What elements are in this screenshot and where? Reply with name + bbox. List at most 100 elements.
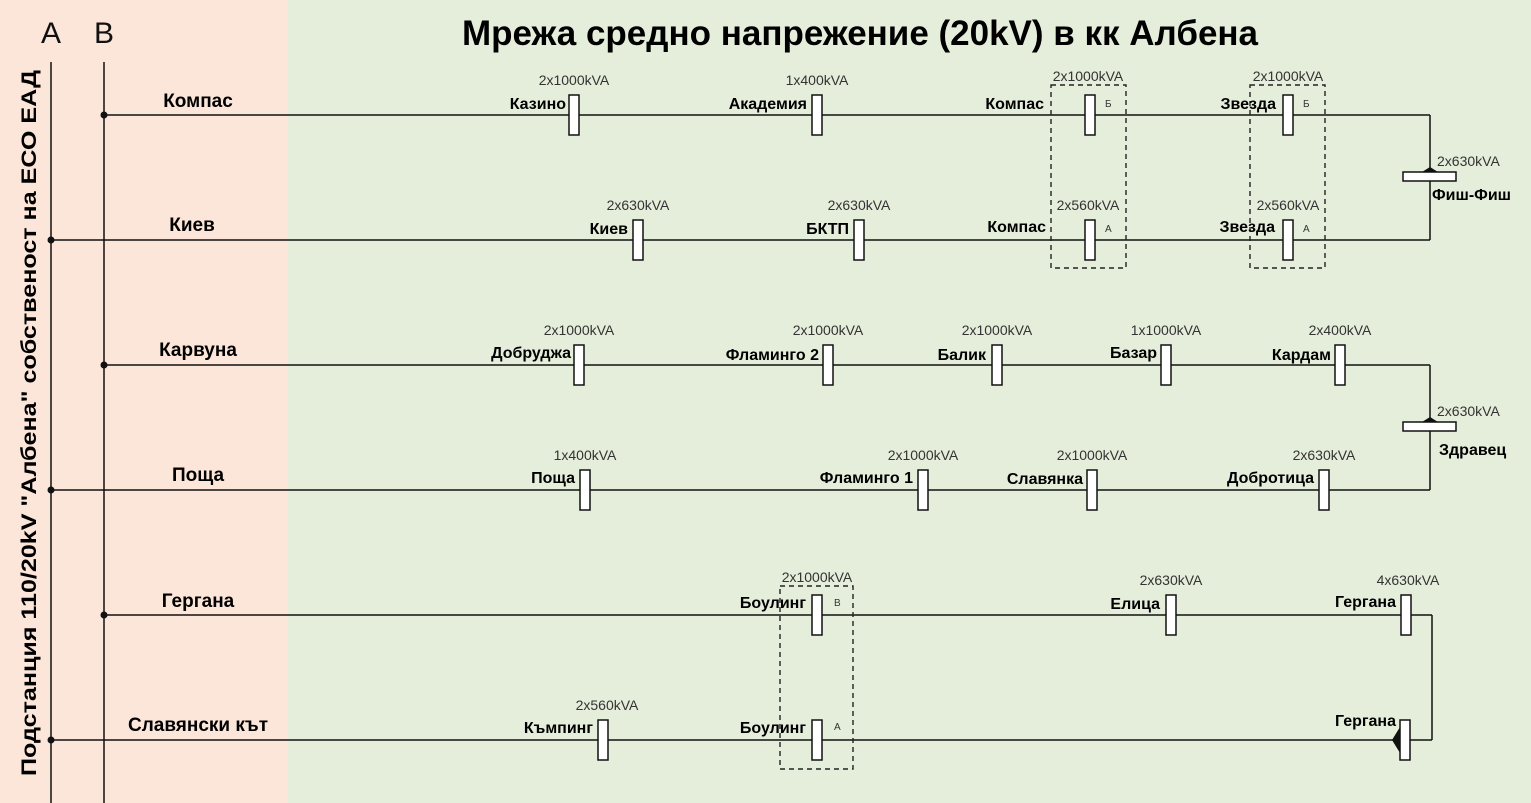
station-symbol [1400,594,1412,636]
station-symbol [811,719,823,761]
station-gergana-2: Гергана [1335,713,1411,761]
station-symbol [1086,469,1098,511]
station-symbol [1084,94,1096,136]
station-capacity: 1x400kVA [554,447,617,463]
zvezda-section-group [1249,84,1326,269]
bus-a-label: A [41,17,61,50]
station-gergana-1: Гергана 4x630kVA [1335,572,1440,636]
station-symbol [632,219,644,261]
station-symbol [573,344,585,386]
station-symbol [1318,469,1330,511]
station-name: Фламинго 2 [726,347,819,364]
station-elitsa: Елица 2x630kVA [1110,572,1203,636]
station-bouling-a: Боулинг А [740,719,841,761]
station-name: Звезда [1219,219,1275,236]
feeder-name: Компас [163,91,233,112]
station-zvezda-b: Звезда 2x1000kVA Б [1220,68,1324,136]
station-capacity: 2x1000kVA [793,322,864,338]
station-kiev: Киев 2x630kVA [590,197,670,261]
station-capacity: 2x1000kVA [1053,68,1124,84]
station-name: Боулинг [740,595,806,612]
station-name: Къмпинг [524,720,593,737]
station-name: Здравец [1439,442,1506,459]
junction-dot [47,236,55,244]
station-name: Казино [510,96,567,113]
station-name: Звезда [1220,96,1276,113]
station-capacity: 1x400kVA [786,72,849,88]
section-letter: В [834,598,841,609]
station-symbol [917,469,929,511]
station-name: Базар [1110,345,1157,362]
section-letter: Б [1303,99,1310,110]
station-slavyanka: Славянка 2x1000kVA [1007,447,1128,511]
station-capacity: 4x630kVA [1377,572,1440,588]
station-capacity: 2x1000kVA [1057,447,1128,463]
junction-dots [47,111,108,744]
station-name: Фламинго 1 [820,470,913,487]
station-symbol [822,344,834,386]
junction-dot [47,486,55,494]
station-symbol [1282,94,1294,136]
right-panel [288,0,1531,803]
bouling-section-group [779,585,854,770]
station-name: Фиш-Фиш [1432,187,1511,204]
feeder-name: Карвуна [159,340,237,361]
station-capacity: 2x400kVA [1309,322,1372,338]
station-poshta: Поща 1x400kVA [531,447,617,511]
station-name: Добротица [1227,470,1314,487]
station-kardam: Кардам 2x400kVA [1272,322,1372,386]
feeder-name: Киев [169,215,215,236]
station-name: Киев [590,221,629,238]
ring-marker [1422,167,1438,172]
station-name: Кардам [1272,347,1331,364]
station-kompas-a: Компас 2x560kVA А [987,197,1120,261]
station-symbol [579,469,591,511]
station-name: Славянка [1007,471,1083,488]
station-kazino: Казино 2x1000kVA [510,72,610,136]
station-name: Поща [531,470,575,487]
station-symbol [568,94,580,136]
station-capacity: 2x1000kVA [539,72,610,88]
station-symbol [853,219,865,261]
station-kamping: Къмпинг 2x560kVA [524,697,639,761]
station-symbol [811,594,823,636]
station-capacity: 2x630kVA [1293,447,1356,463]
station-name: Боулинг [740,720,806,737]
section-letter: А [1303,224,1310,235]
station-akademiya: Академия 1x400kVA [729,72,849,136]
station-bktp: БКТП 2x630kVA [806,197,891,261]
station-capacity: 2x1000kVA [962,322,1033,338]
station-name: Компас [987,219,1046,236]
station-capacity: 2x630kVA [1140,572,1203,588]
station-flamingo-2: Фламинго 2 2x1000kVA [726,322,864,386]
station-symbol [811,94,823,136]
station-bouling-v: Боулинг 2x1000kVA В [740,569,853,636]
station-name: БКТП [806,221,849,238]
section-groups [779,84,1326,770]
junction-dot [47,736,55,744]
station-capacity: 2x560kVA [1057,197,1120,213]
ring-point-fish-fish: 2x630kVA Фиш-Фиш [1402,153,1511,204]
substation-label: Подстанция 110/20kV "Албена" собственост… [18,70,41,776]
section-letter: Б [1105,99,1112,110]
page-title: Мрежа средно напрежение (20kV) в кк Албе… [462,14,1259,53]
station-name: Академия [729,96,807,113]
ring-marker [1392,727,1400,753]
bus-b-label: B [94,17,114,50]
feeder-labels: Компас Киев Карвуна Поща Гергана Славянс… [128,91,268,736]
station-capacity: 2x1000kVA [1253,68,1324,84]
station-symbol [1402,171,1457,182]
station-name: Балик [938,347,987,364]
station-capacity: 1x1000kVA [1131,322,1202,338]
station-capacity: 2x1000kVA [888,447,959,463]
station-balik: Балик 2x1000kVA [938,322,1033,386]
station-symbol [1160,344,1172,386]
station-dobrudzha: Добруджа 2x1000kVA [491,322,615,386]
station-capacity: 2x560kVA [576,697,639,713]
station-name: Добруджа [491,345,571,362]
kompas-section-group [1050,84,1127,269]
station-capacity: 2x560kVA [1257,197,1320,213]
connection-lines [50,62,1433,803]
